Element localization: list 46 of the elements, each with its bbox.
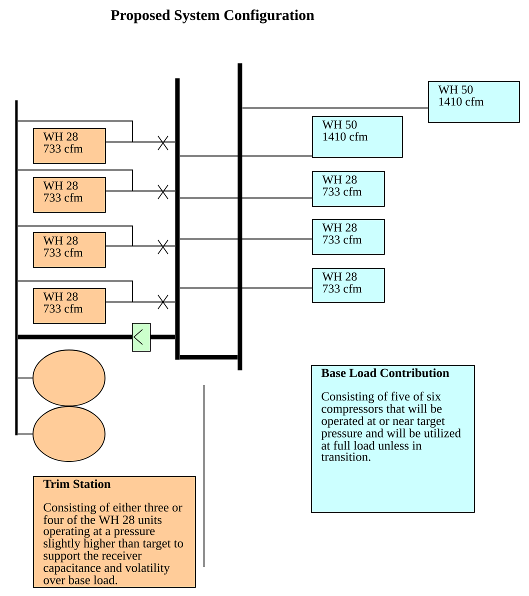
receiver-tank (32, 406, 106, 462)
title: Proposed System Configuration (110, 9, 314, 24)
header-pipe (15, 100, 18, 436)
compressor-box (312, 171, 385, 207)
model-label: WH 28 (43, 182, 78, 190)
capacity-label: 733 cfm (322, 235, 362, 244)
capacity-label: 733 cfm (44, 248, 83, 257)
pipe-line (17, 280, 133, 302)
compressor-box (428, 81, 520, 123)
capacity-label: 733 cfm (322, 187, 362, 196)
model-label: WH 28 (322, 272, 357, 281)
pipe-line (17, 226, 133, 246)
receiver-tank (32, 350, 106, 406)
box-text: Consisting of five of six compressors that will be operated at or near target pressure and will be utilized at full load unless in transition. (321, 392, 461, 461)
note-box (311, 365, 475, 513)
pipe-line (17, 120, 133, 142)
compressor-box (33, 128, 106, 164)
capacity-label: 1410 cfm (439, 97, 484, 106)
box-heading: Trim Station (43, 479, 111, 488)
pipe-line (18, 334, 175, 340)
pipe-line (179, 238, 312, 240)
box-text: Consisting of either three or four of the WH 28 units operating at a pressure slightly higher than target to support the receiver capacitance and volatility over base load. (44, 502, 184, 584)
note-box (33, 476, 196, 588)
model-label: WH 28 (43, 132, 78, 141)
model-label: WH 28 (43, 292, 78, 301)
model-label: WH 50 (438, 86, 473, 94)
compressor-box (312, 219, 385, 255)
model-label: WH 50 (322, 120, 357, 129)
pipe-line (17, 170, 133, 192)
capacity-label: 1410 cfm (323, 132, 368, 141)
compressor-box (312, 116, 403, 158)
model-label: WH 28 (322, 176, 357, 184)
compressor-box (33, 232, 106, 268)
box-heading: Base Load Contribution (321, 368, 450, 378)
pipe-line (180, 355, 238, 360)
compressor-box (312, 268, 385, 303)
header-pipe (238, 63, 242, 370)
model-label: WH 28 (322, 224, 357, 232)
compressor-box (33, 177, 106, 213)
capacity-label: 733 cfm (322, 284, 362, 293)
compressor-box (33, 288, 106, 324)
capacity-label: 733 cfm (44, 304, 83, 313)
model-label: WH 28 (43, 236, 78, 245)
capacity-label: 733 cfm (44, 193, 83, 202)
capacity-label: 733 cfm (44, 144, 83, 153)
header-pipe (175, 78, 180, 360)
